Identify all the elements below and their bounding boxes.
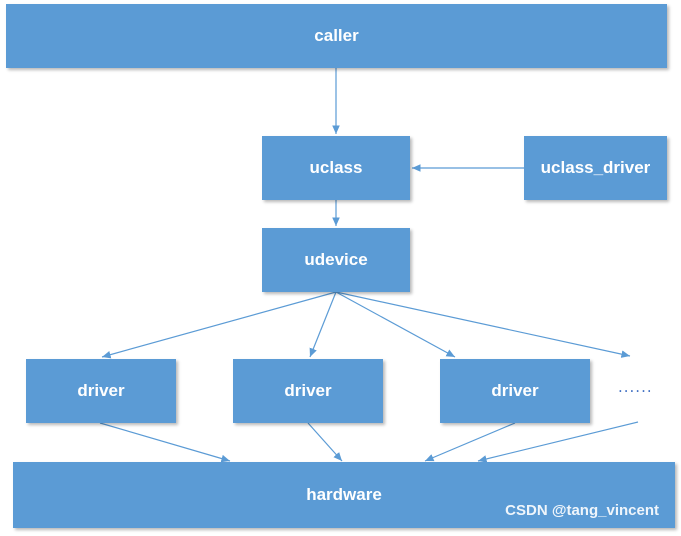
uclass-box: uclass [262,136,410,200]
edge-driver-3-to-hardware [424,422,516,462]
udevice-label: udevice [304,250,368,269]
edge-udevice-to-driver-1 [101,291,337,359]
edge-udevice-to-driver-3 [335,291,456,358]
hardware-box: hardware CSDN @tang_vincent [13,462,675,528]
uclass-driver-box: uclass_driver [524,136,667,200]
driver-label-1: driver [77,381,125,400]
uclass-driver-label: uclass_driver [540,158,651,177]
driver-label-2: driver [284,381,332,400]
edge-driver-2-to-hardware [307,422,343,462]
uclass-label: uclass [309,158,363,177]
driver-box-2: driver [233,359,383,423]
edge-udevice-to-driver-2 [309,291,337,358]
watermark-text: CSDN @tang_vincent [505,502,659,519]
caller-label: caller [314,26,359,45]
hardware-label: hardware [306,485,382,504]
edge-more-to-hardware [477,421,639,463]
caller-box: caller [6,4,667,68]
driver-label-3: driver [491,381,539,400]
driver-box-1: driver [26,359,176,423]
more-drivers-ellipsis: ...... [618,378,653,396]
driver-box-3: driver [440,359,590,423]
edge-udevice-to-more [335,291,631,358]
udevice-box: udevice [262,228,410,292]
edge-driver-1-to-hardware [99,422,231,463]
